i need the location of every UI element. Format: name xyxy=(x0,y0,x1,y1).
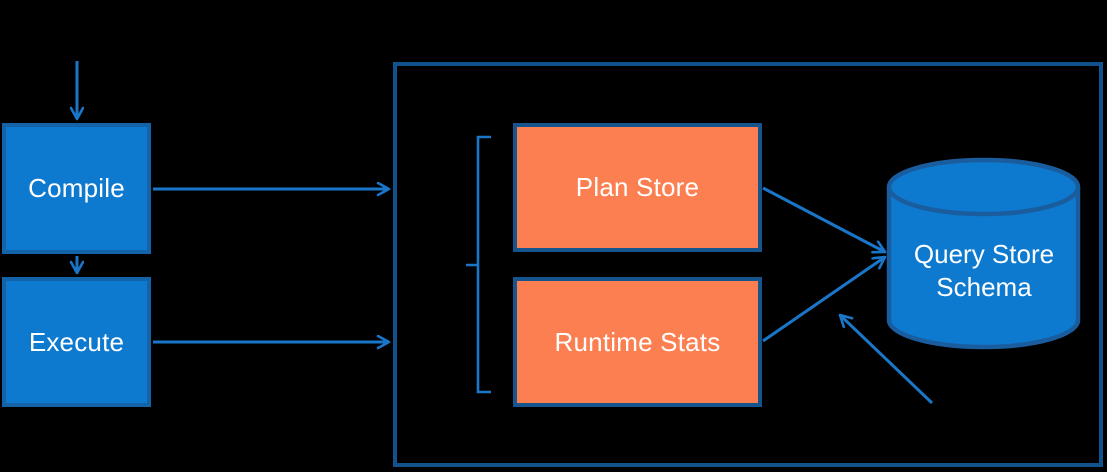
arrow-planstore-to-schema-icon xyxy=(762,186,885,252)
execute-label: Execute xyxy=(28,326,125,357)
query-store-container-box xyxy=(393,62,1103,467)
compile-box: Compile xyxy=(2,123,151,254)
query-store-schema-label: Query Store Schema xyxy=(889,238,1079,304)
query-store-schema-label-line2: Schema xyxy=(936,272,1032,302)
plan-store-label: Plan Store xyxy=(575,172,700,202)
execute-box: Execute xyxy=(2,277,151,407)
arrow-runtimestats-to-schema-icon xyxy=(762,257,885,343)
query-store-schema-label-line1: Query Store xyxy=(913,239,1055,269)
plan-store-box: Plan Store xyxy=(513,123,762,252)
arrow-async-to-schema-icon xyxy=(840,315,934,405)
group-brace-icon xyxy=(466,135,491,394)
runtime-stats-label: Runtime Stats xyxy=(554,326,721,357)
database-cylinder-icon xyxy=(886,157,1081,350)
compile-label: Compile xyxy=(28,173,125,203)
runtime-stats-box: Runtime Stats xyxy=(513,277,762,407)
